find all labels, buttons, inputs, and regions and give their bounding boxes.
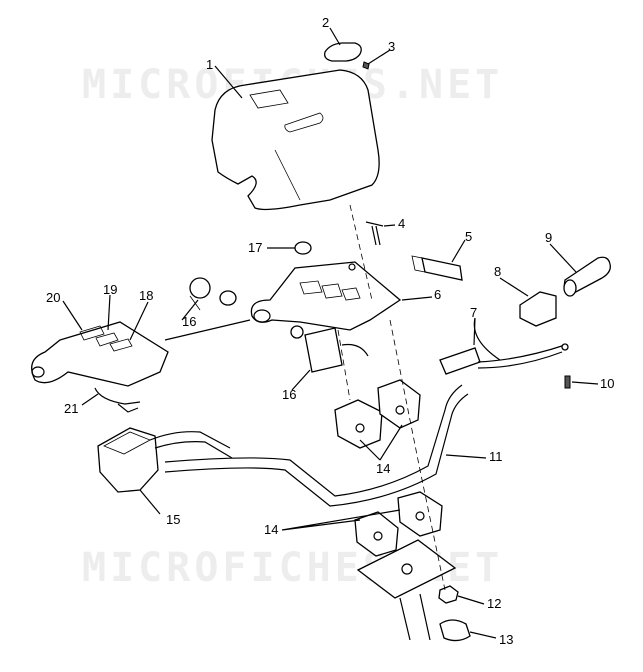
part-3-screw: [362, 61, 370, 70]
part-1-pod-cover: [211, 69, 380, 211]
callout-5: 5: [465, 229, 473, 244]
part-6-bracket: [250, 261, 402, 331]
part-5-switch: [421, 257, 463, 281]
plate: [356, 539, 457, 599]
part-4-bolt: [365, 221, 384, 246]
part-16-upper: [189, 277, 237, 311]
callout-2: 2: [322, 15, 330, 30]
callout-14-upper: 14: [376, 461, 391, 476]
callout-7: 7: [470, 305, 478, 320]
callout-16-lower: 16: [282, 387, 297, 402]
part-15-control: [97, 427, 233, 493]
part-14-lower-clamps: [354, 491, 443, 557]
part-2-lens: [324, 42, 362, 62]
part-12-nut: [438, 585, 459, 604]
callout-18: 18: [139, 288, 154, 303]
callout-17: 17: [248, 240, 263, 255]
callout-6: 6: [434, 287, 442, 302]
callout-19: 19: [103, 282, 118, 297]
part-7-brake: [439, 317, 569, 375]
part-13-clip: [439, 619, 471, 642]
leader-lines: [62, 27, 599, 639]
part-8-housing: [519, 291, 557, 327]
part-14-upper-clamps: [334, 379, 421, 449]
callout-11: 11: [489, 449, 503, 464]
callout-21: 21: [64, 401, 79, 416]
callout-15: 15: [166, 512, 181, 527]
callout-9: 9: [545, 230, 553, 245]
part-16-lower: [290, 325, 369, 373]
callout-16-upper: 16: [182, 314, 197, 329]
callout-10: 10: [600, 376, 615, 391]
callout-14-lower: 14: [264, 522, 279, 537]
callout-3: 3: [388, 39, 396, 54]
callout-13: 13: [499, 632, 514, 647]
part-9-grip: [563, 256, 611, 297]
callout-12: 12: [487, 596, 502, 611]
part-panel-18-20: [31, 321, 169, 387]
callout-4: 4: [398, 216, 406, 231]
callout-8: 8: [494, 264, 502, 279]
part-10-screw: [564, 375, 571, 389]
part-21-wires: [94, 387, 141, 413]
callout-1: 1: [206, 57, 214, 72]
part-17-grommet: [294, 241, 312, 255]
callout-20: 20: [46, 290, 61, 305]
